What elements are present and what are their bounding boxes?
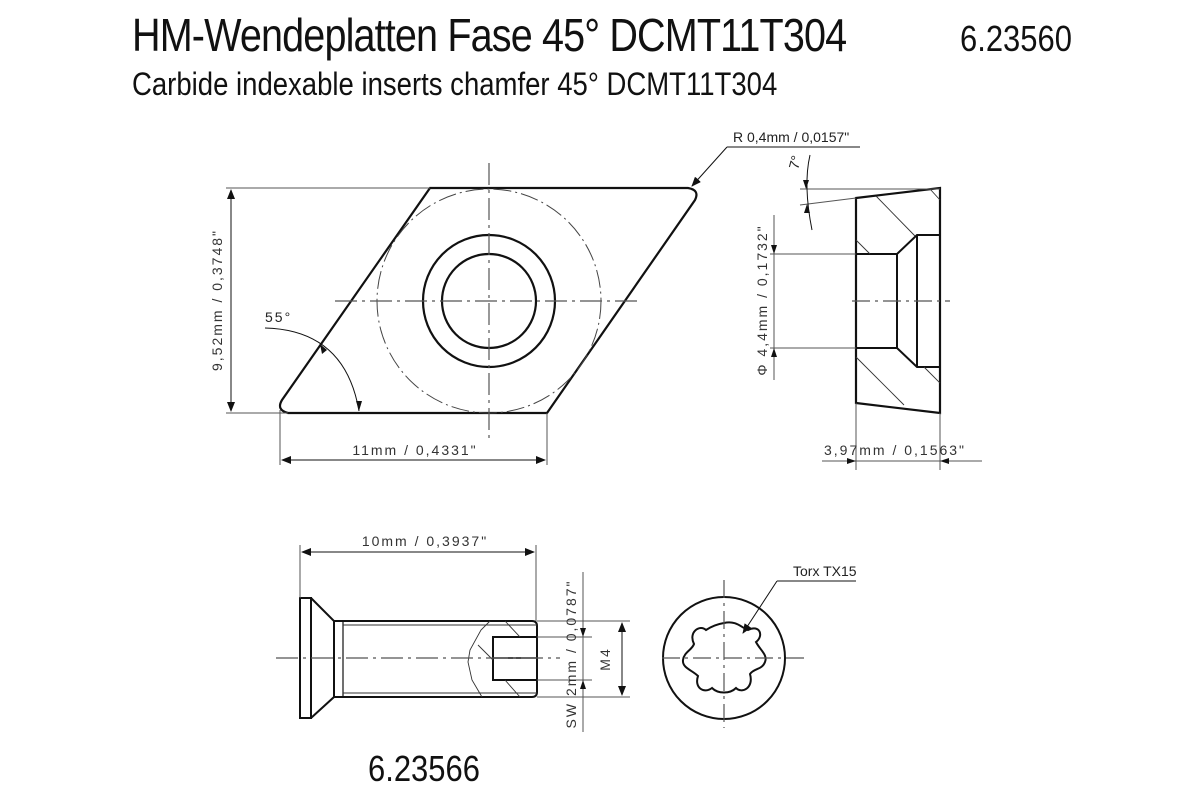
corner-radius-note: R 0,4mm / 0,0157" xyxy=(733,129,849,145)
thickness-dimension-label: 3,97mm / 0,1563" xyxy=(824,442,966,458)
article-number-insert: 6.23560 xyxy=(960,18,1072,59)
torx-socket-shape xyxy=(681,621,767,694)
page-title: HM-Wendeplatten Fase 45° DCMT11T304 xyxy=(132,9,847,61)
thread-label: M4 xyxy=(597,647,613,670)
screw-length-label: 10mm / 0,3937" xyxy=(362,533,488,549)
page-subtitle: Carbide indexable inserts chamfer 45° DC… xyxy=(132,66,778,102)
angle-label: 55° xyxy=(265,309,292,325)
hole-diameter-label: Φ 4,4mm / 0,1732" xyxy=(754,224,770,375)
height-dimension-label: 9,52mm / 0,3748" xyxy=(209,229,225,371)
article-number-screw: 6.23566 xyxy=(368,748,480,789)
screw-side-view: 10mm / 0,3937" SW 2mm / 0,0787" M4 xyxy=(276,533,630,732)
clearance-angle-label: 7° xyxy=(785,154,804,171)
key-size-label: SW 2mm / 0,0787" xyxy=(563,579,579,728)
width-dimension-label: 11mm / 0,4331" xyxy=(352,442,477,458)
screw-end-view: Torx TX15 xyxy=(662,563,857,728)
torx-note: Torx TX15 xyxy=(793,563,857,579)
insert-side-view: R 0,4mm / 0,0157" 7° Φ 4,4mm / 0,1 xyxy=(691,129,982,470)
insert-top-view: 9,52mm / 0,3748" 11mm / 0,4331" 55° xyxy=(209,163,698,465)
